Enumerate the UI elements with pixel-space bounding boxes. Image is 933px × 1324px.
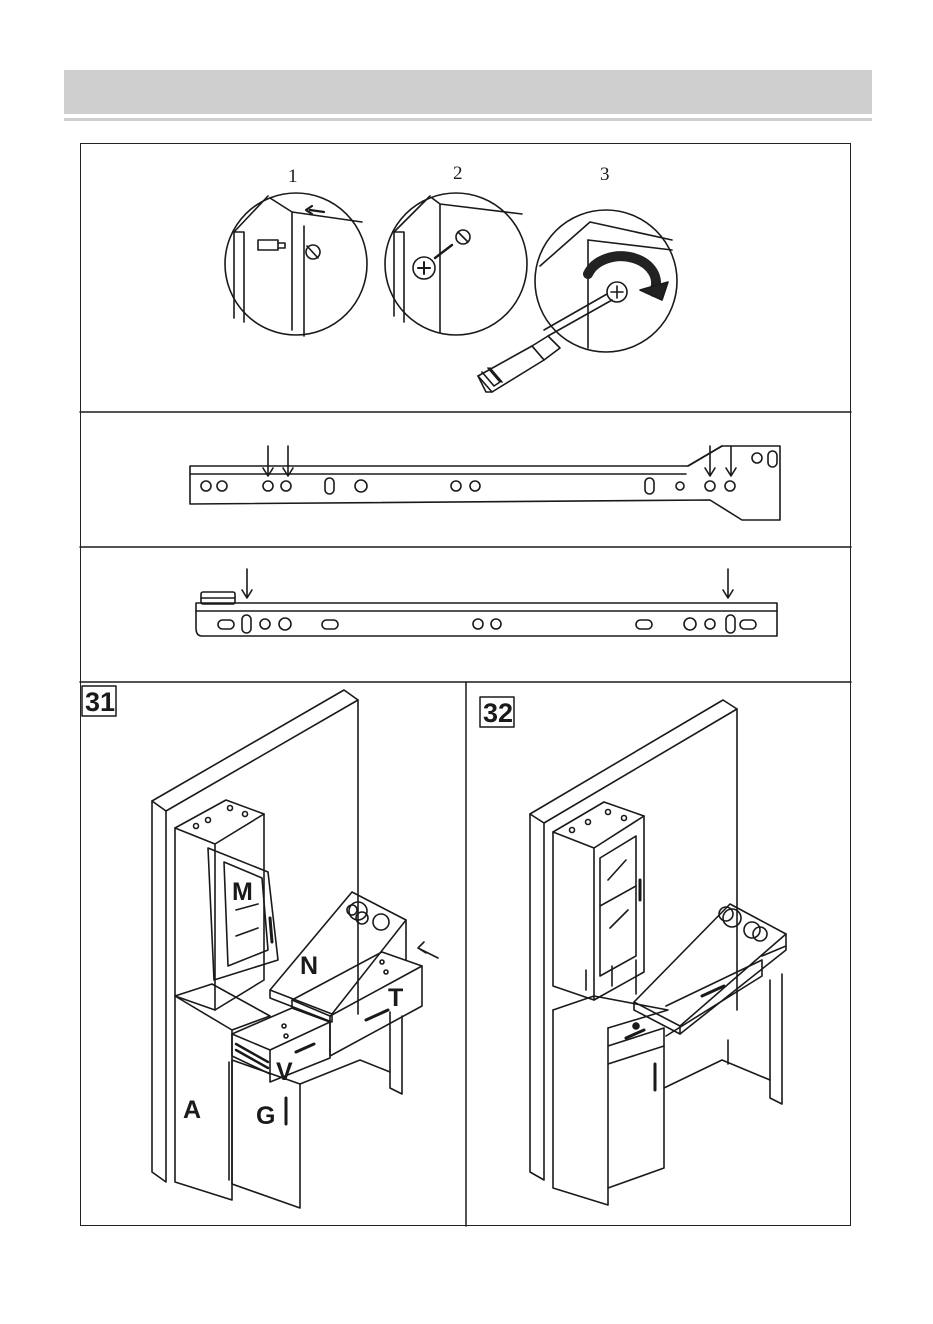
cam-lock-step-1-detail [225, 193, 367, 336]
drawer-rail-1 [190, 446, 780, 520]
pointer-arrow-icon [418, 942, 438, 958]
drawer-rail-2 [196, 569, 777, 636]
part-label-v: V [276, 1058, 293, 1086]
pointer-arrow-icon [263, 446, 736, 476]
rail-holes [218, 615, 756, 633]
part-label-m: M [232, 878, 253, 906]
screwdriver-icon [478, 294, 612, 392]
direction-arrow-icon [306, 206, 324, 214]
step-number-2: 2 [453, 163, 463, 184]
step-number-32: 32 [483, 698, 513, 728]
pointer-arrow-icon [242, 569, 733, 598]
step-32-box: 32 [480, 697, 514, 728]
vanity-exploded-view [152, 690, 438, 1208]
part-label-a: A [183, 1096, 201, 1124]
step-number-1: 1 [288, 166, 298, 187]
part-label-n: N [300, 952, 318, 980]
step-31-box: 31 [82, 686, 116, 717]
step-numbers: 1 2 3 [288, 163, 610, 187]
step-number-31: 31 [85, 687, 115, 717]
part-labels: M N T V A G [183, 878, 403, 1130]
step-number-3: 3 [600, 164, 610, 185]
vanity-assembled-view [530, 700, 786, 1205]
part-label-t: T [388, 984, 403, 1012]
rotation-arrow-icon [588, 256, 656, 292]
part-label-g: G [256, 1102, 275, 1130]
cam-lock-step-2-detail [385, 193, 527, 335]
